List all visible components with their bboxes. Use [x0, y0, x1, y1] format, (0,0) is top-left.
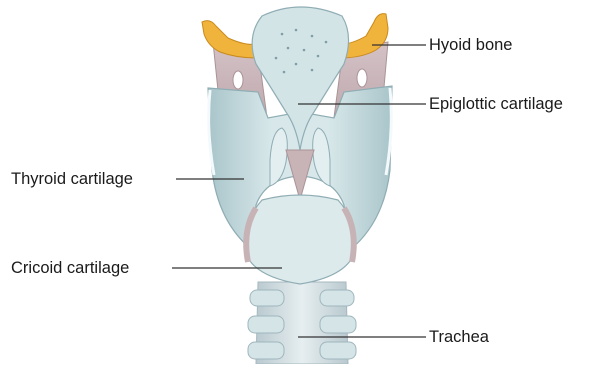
tracheal-ring	[248, 342, 284, 359]
epiglottic-cartilage-label: Epiglottic cartilage	[429, 96, 563, 113]
cricoid-cartilage-label: Cricoid cartilage	[11, 260, 129, 277]
cricoid-cartilage	[244, 195, 356, 284]
tracheal-ring	[320, 316, 356, 333]
tracheal-ring	[320, 342, 356, 359]
thyroid-cartilage-label: Thyroid cartilage	[11, 171, 133, 188]
tracheal-ring	[250, 290, 284, 306]
trachea	[248, 282, 356, 364]
tracheal-ring	[248, 316, 284, 333]
hyoid-bone-label: Hyoid bone	[429, 37, 512, 54]
trachea-label: Trachea	[429, 329, 489, 346]
tracheal-ring	[320, 290, 354, 306]
